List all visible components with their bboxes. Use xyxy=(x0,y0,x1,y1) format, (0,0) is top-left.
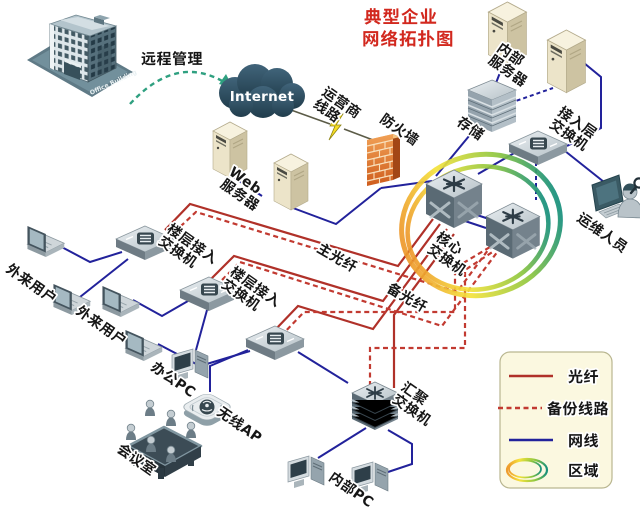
backup-aggsw-core2 xyxy=(368,250,495,386)
internal-server-2 xyxy=(546,29,587,94)
title-line2: 网络拓扑图 xyxy=(362,26,455,51)
title-line1: 典型企业 xyxy=(364,4,438,29)
legend-cable-label: 网线 xyxy=(568,430,599,451)
devices-layer: Office Building Internet xyxy=(26,1,640,495)
fiber-aggsw-core1 xyxy=(392,233,455,388)
cable-web1-web2 xyxy=(232,176,263,197)
legend-box xyxy=(499,351,613,489)
main-fiber-label-text: 主光纤 xyxy=(314,238,362,277)
legend: 光纤 备份线路 网线 区域 xyxy=(498,351,613,489)
wireless-ap-label: 无线AP xyxy=(211,400,268,449)
cable-storage-intsrv2-backup xyxy=(509,87,554,104)
fiber-floorsw3-core1 xyxy=(274,228,448,331)
person-icon xyxy=(125,423,137,441)
firewall xyxy=(367,134,400,186)
web-server-2 xyxy=(273,153,309,211)
cable-accesssw-operator xyxy=(564,150,605,183)
core-area-ring xyxy=(399,151,563,299)
legend-fiber-label: 光纤 xyxy=(568,366,599,387)
carrier-line-a xyxy=(290,109,331,125)
legend-ring-sample xyxy=(505,457,549,483)
external-user-1-label-text: 外来用户 xyxy=(2,259,61,309)
cable-ap-floorsw3 xyxy=(209,349,249,392)
person-icon xyxy=(185,421,197,439)
remote-mgmt-dashed-arc xyxy=(129,70,225,105)
remote-mgmt-label: 远程管理 xyxy=(141,48,203,69)
cable-intsrv2-accesssw xyxy=(566,62,602,147)
ops-staff xyxy=(591,174,640,219)
external-user-1-label: 外来用户 xyxy=(0,257,62,310)
backup-floorsw3-core2 xyxy=(280,246,491,337)
cable-floorsw3-aggsw xyxy=(297,351,349,384)
cable-aggsw-intpc1 xyxy=(317,427,367,459)
legend-area-label: 区域 xyxy=(568,460,599,481)
floor-access-switch-3 xyxy=(245,325,305,361)
internal-pc-1 xyxy=(287,455,325,489)
person-icon xyxy=(144,399,156,417)
core-switch-2 xyxy=(484,201,542,261)
main-fiber-label: 主光纤 xyxy=(312,236,363,278)
external-user-laptop-1 xyxy=(26,225,65,258)
cable-extuser2a-floorsw1 xyxy=(79,258,129,298)
office-building: Office Building xyxy=(27,14,138,97)
internet-cloud: Internet xyxy=(219,64,305,118)
office-laptop xyxy=(124,329,163,362)
diagram-title: 典型企业 网络拓扑图 xyxy=(361,3,455,52)
cable-extuser1-floorsw1 xyxy=(55,243,123,264)
cable-aggsw-intpc2 xyxy=(387,429,413,473)
backup-floorsw1-core2 xyxy=(167,210,492,294)
cable-officepc-floorsw2 xyxy=(195,309,208,351)
core-switch-1 xyxy=(424,168,484,230)
lightning-bolt-icon xyxy=(328,113,344,141)
external-user-laptop-3 xyxy=(101,285,140,318)
internet-label: Internet xyxy=(230,85,295,105)
cable-extuser2b-floorsw2 xyxy=(132,299,189,318)
wireless-ap-label-text: 无线AP xyxy=(213,402,266,448)
fiber-floorsw1-core1 xyxy=(164,202,434,268)
legend-backup-label: 备份线路 xyxy=(547,398,609,419)
person-icon xyxy=(165,409,177,427)
meeting-room xyxy=(125,399,203,479)
wireless-ap xyxy=(183,393,231,426)
cable-web2-firewall xyxy=(284,187,382,226)
